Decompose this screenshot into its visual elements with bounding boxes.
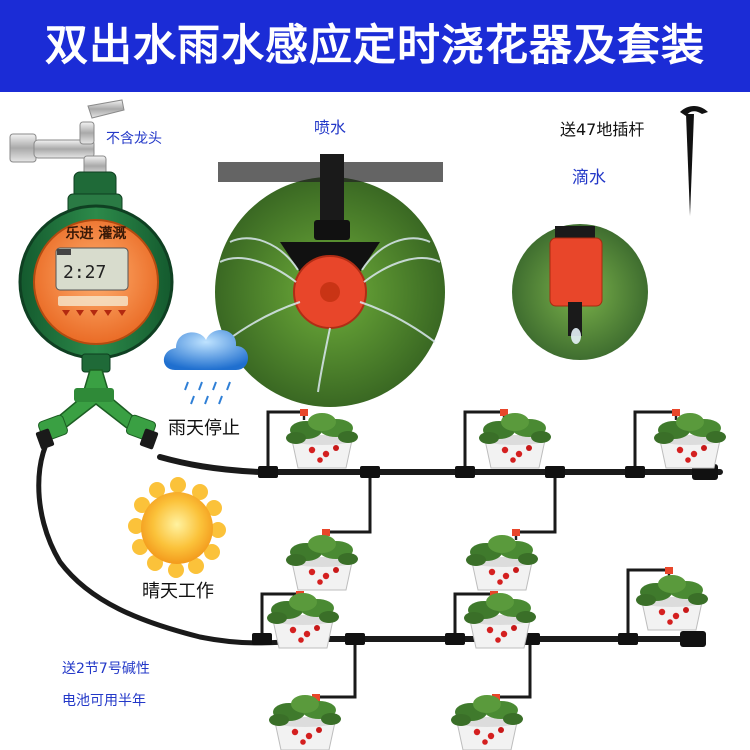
label-spray: 喷水 — [314, 118, 347, 137]
label-sunny-work: 晴天工作 — [142, 581, 214, 602]
product-illustration: 2:27 乐进 灌溉 — [0, 92, 750, 750]
timer-brand: 乐进 灌溉 — [66, 225, 127, 242]
stake-icon — [680, 106, 708, 216]
water-timer: 2:27 乐进 灌溉 — [18, 171, 174, 373]
y-connector — [35, 369, 159, 450]
sun-icon — [128, 477, 226, 578]
potted-plants — [266, 412, 727, 750]
page-title: 双出水雨水感应定时浇花器及套装 — [45, 21, 705, 71]
label-rain-stop: 雨天停止 — [168, 418, 240, 439]
label-stakes: 送47地插杆 — [560, 120, 645, 139]
faucet-icon — [9, 99, 125, 177]
spray-photo — [215, 154, 445, 407]
label-no-faucet: 不含龙头 — [106, 131, 162, 147]
timer-display: 2:27 — [63, 262, 106, 283]
label-battery-line1: 送2节7号碱性 — [62, 661, 150, 677]
label-battery-line2: 电池可用半年 — [62, 693, 146, 709]
drip-photo — [512, 224, 648, 360]
rain-cloud-icon — [163, 329, 248, 405]
label-drip: 滴水 — [572, 168, 606, 188]
title-banner: 双出水雨水感应定时浇花器及套装 — [0, 0, 750, 92]
